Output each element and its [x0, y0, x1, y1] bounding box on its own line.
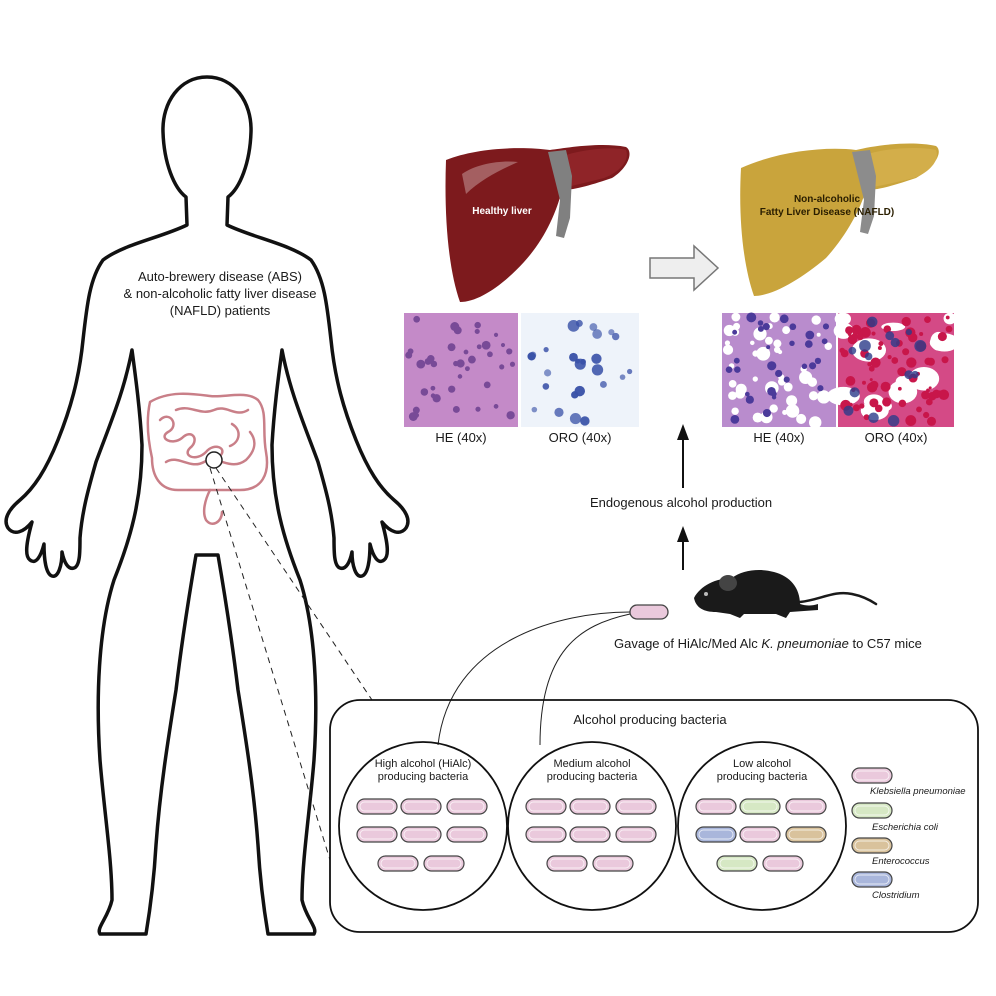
bacteria-box: [329, 699, 979, 933]
group-label-lowalc-line2: producing bacteria: [716, 771, 808, 783]
legend-swatch: [851, 802, 893, 819]
bacterium: [400, 798, 442, 815]
bacterium: [739, 798, 781, 815]
zoom-dashed-line-lower: [209, 467, 331, 861]
production-step-label: Endogenous alcohol production: [590, 495, 773, 510]
gavage-prefix: Gavage of HiAlc/Med Alc: [614, 636, 762, 651]
legend-label-ecoli: Escherichia coli: [872, 822, 938, 833]
bacterium: [400, 826, 442, 843]
connector-hialc: [437, 611, 631, 746]
legend-label-clostridium: Clostridium: [872, 890, 920, 901]
upward-arrow-upper: [677, 424, 689, 488]
bacterium: [695, 826, 737, 843]
group-label-medalc-line2: producing bacteria: [546, 771, 638, 783]
bacteria-layer: [356, 798, 827, 872]
transition-arrow: [649, 244, 720, 292]
mouse-drawing: [694, 570, 878, 618]
connector-medalc: [539, 613, 631, 746]
bacterium: [592, 855, 634, 872]
patient-label-line3: (NAFLD) patients: [169, 303, 271, 318]
nafld-liver-label: Non-alcoholic Fatty Liver Disease (NAFLD…: [752, 193, 902, 219]
group-circle-medalc: [507, 741, 677, 911]
bacterium: [356, 826, 398, 843]
bacterium: [785, 826, 827, 843]
nafld-oro-caption: ORO (40x): [864, 430, 928, 445]
bacterium: [716, 855, 758, 872]
nafld-liver-drawing: [740, 143, 939, 296]
bacterium: [446, 826, 488, 843]
legend-swatch: [851, 767, 893, 784]
bacteria-box-title: Alcohol producing bacteria: [573, 712, 727, 727]
group-label-hialc: High alcohol (HiAlc) producing bacteria: [353, 758, 493, 784]
group-circle-lowalc: [677, 741, 847, 911]
histology-nafld-he: [722, 312, 836, 429]
bacterium: [739, 826, 781, 843]
gavage-suffix: to C57 mice: [848, 636, 922, 651]
bacterium: [762, 855, 804, 872]
bacterium: [615, 826, 657, 843]
bacterium: [446, 798, 488, 815]
gavage-step-label: Gavage of HiAlc/Med Alc K. pneumoniae to…: [614, 636, 922, 651]
zoom-circle: [205, 451, 223, 469]
nafld-liver-label-line2: Fatty Liver Disease (NAFLD): [759, 207, 895, 218]
bacterium: [546, 855, 588, 872]
group-label-medalc: Medium alcohol producing bacteria: [522, 758, 662, 784]
human-body-outline: [4, 75, 410, 936]
bacterium: [695, 798, 737, 815]
healthy-liver-drawing: [445, 145, 630, 302]
bacterium: [569, 826, 611, 843]
legend-swatch: [851, 837, 893, 854]
group-label-lowalc-line1: Low alcohol: [732, 758, 792, 770]
zoom-dashed-line-upper: [215, 467, 373, 701]
group-label-hialc-line1: High alcohol (HiAlc): [374, 758, 472, 770]
bacterium: [785, 798, 827, 815]
group-label-medalc-line1: Medium alcohol: [553, 758, 631, 770]
gavage-bacterium: [629, 604, 669, 620]
bacterium: [525, 798, 567, 815]
upward-arrow-lower: [677, 526, 689, 570]
intestine-drawing: [146, 392, 269, 525]
legend-label-enterococcus: Enterococcus: [872, 856, 930, 867]
legend-swatches: [851, 767, 893, 888]
group-circle-hialc: [338, 741, 508, 911]
bacterium: [569, 798, 611, 815]
nafld-he-caption: HE (40x): [753, 430, 805, 445]
legend-swatch: [851, 871, 893, 888]
histology-healthy-oro: [521, 313, 639, 427]
patient-label-line1: Auto-brewery disease (ABS): [137, 269, 302, 284]
histology-healthy-he: [404, 313, 518, 427]
healthy-he-caption: HE (40x): [435, 430, 487, 445]
gavage-species: K. pneumoniae: [761, 636, 849, 651]
patient-label: Auto-brewery disease (ABS) & non-alcohol…: [110, 268, 330, 319]
legend-label-klebsiella: Klebsiella pneumoniae: [870, 786, 966, 797]
group-label-lowalc: Low alcohol producing bacteria: [692, 758, 832, 784]
group-label-hialc-line2: producing bacteria: [377, 771, 469, 783]
histology-nafld-oro: [826, 312, 960, 427]
patient-label-line2: & non-alcoholic fatty liver disease: [123, 286, 317, 301]
bacterium: [525, 826, 567, 843]
nafld-liver-label-line1: Non-alcoholic: [793, 194, 861, 205]
bacterium: [377, 855, 419, 872]
bacterium: [423, 855, 465, 872]
healthy-oro-caption: ORO (40x): [548, 430, 612, 445]
healthy-liver-label: Healthy liver: [472, 206, 532, 217]
bacterium: [356, 798, 398, 815]
bacterium: [615, 798, 657, 815]
